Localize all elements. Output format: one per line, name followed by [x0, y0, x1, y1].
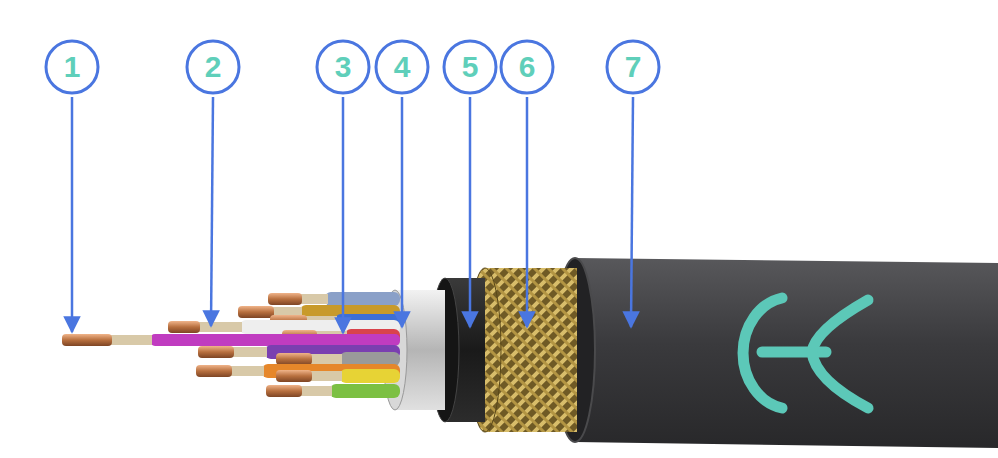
callout-number: 3 [335, 52, 352, 82]
callout-circle: 1 [44, 39, 100, 95]
callout-ring [376, 41, 428, 93]
outer-jacket [575, 258, 998, 448]
logo [743, 298, 868, 408]
callout-ring [501, 41, 553, 93]
callout-ring [46, 41, 98, 93]
callout-circle: 5 [442, 39, 498, 95]
callout-circle: 2 [185, 39, 241, 95]
callout-circle: 3 [315, 39, 371, 95]
callout-number: 2 [205, 52, 222, 82]
callout-ring [187, 41, 239, 93]
callout-number: 4 [394, 52, 411, 82]
leader-lines [72, 97, 633, 333]
callout-circle: 7 [605, 39, 661, 95]
callout-number: 1 [64, 52, 81, 82]
callout-number: 6 [519, 52, 536, 82]
callout-circle: 6 [499, 39, 555, 95]
callout-number: 5 [462, 52, 479, 82]
callout-ring [317, 41, 369, 93]
callout-ring [444, 41, 496, 93]
callout-circle: 4 [374, 39, 430, 95]
callout-ring [607, 41, 659, 93]
callout-number: 7 [625, 52, 642, 82]
cores [62, 292, 400, 398]
